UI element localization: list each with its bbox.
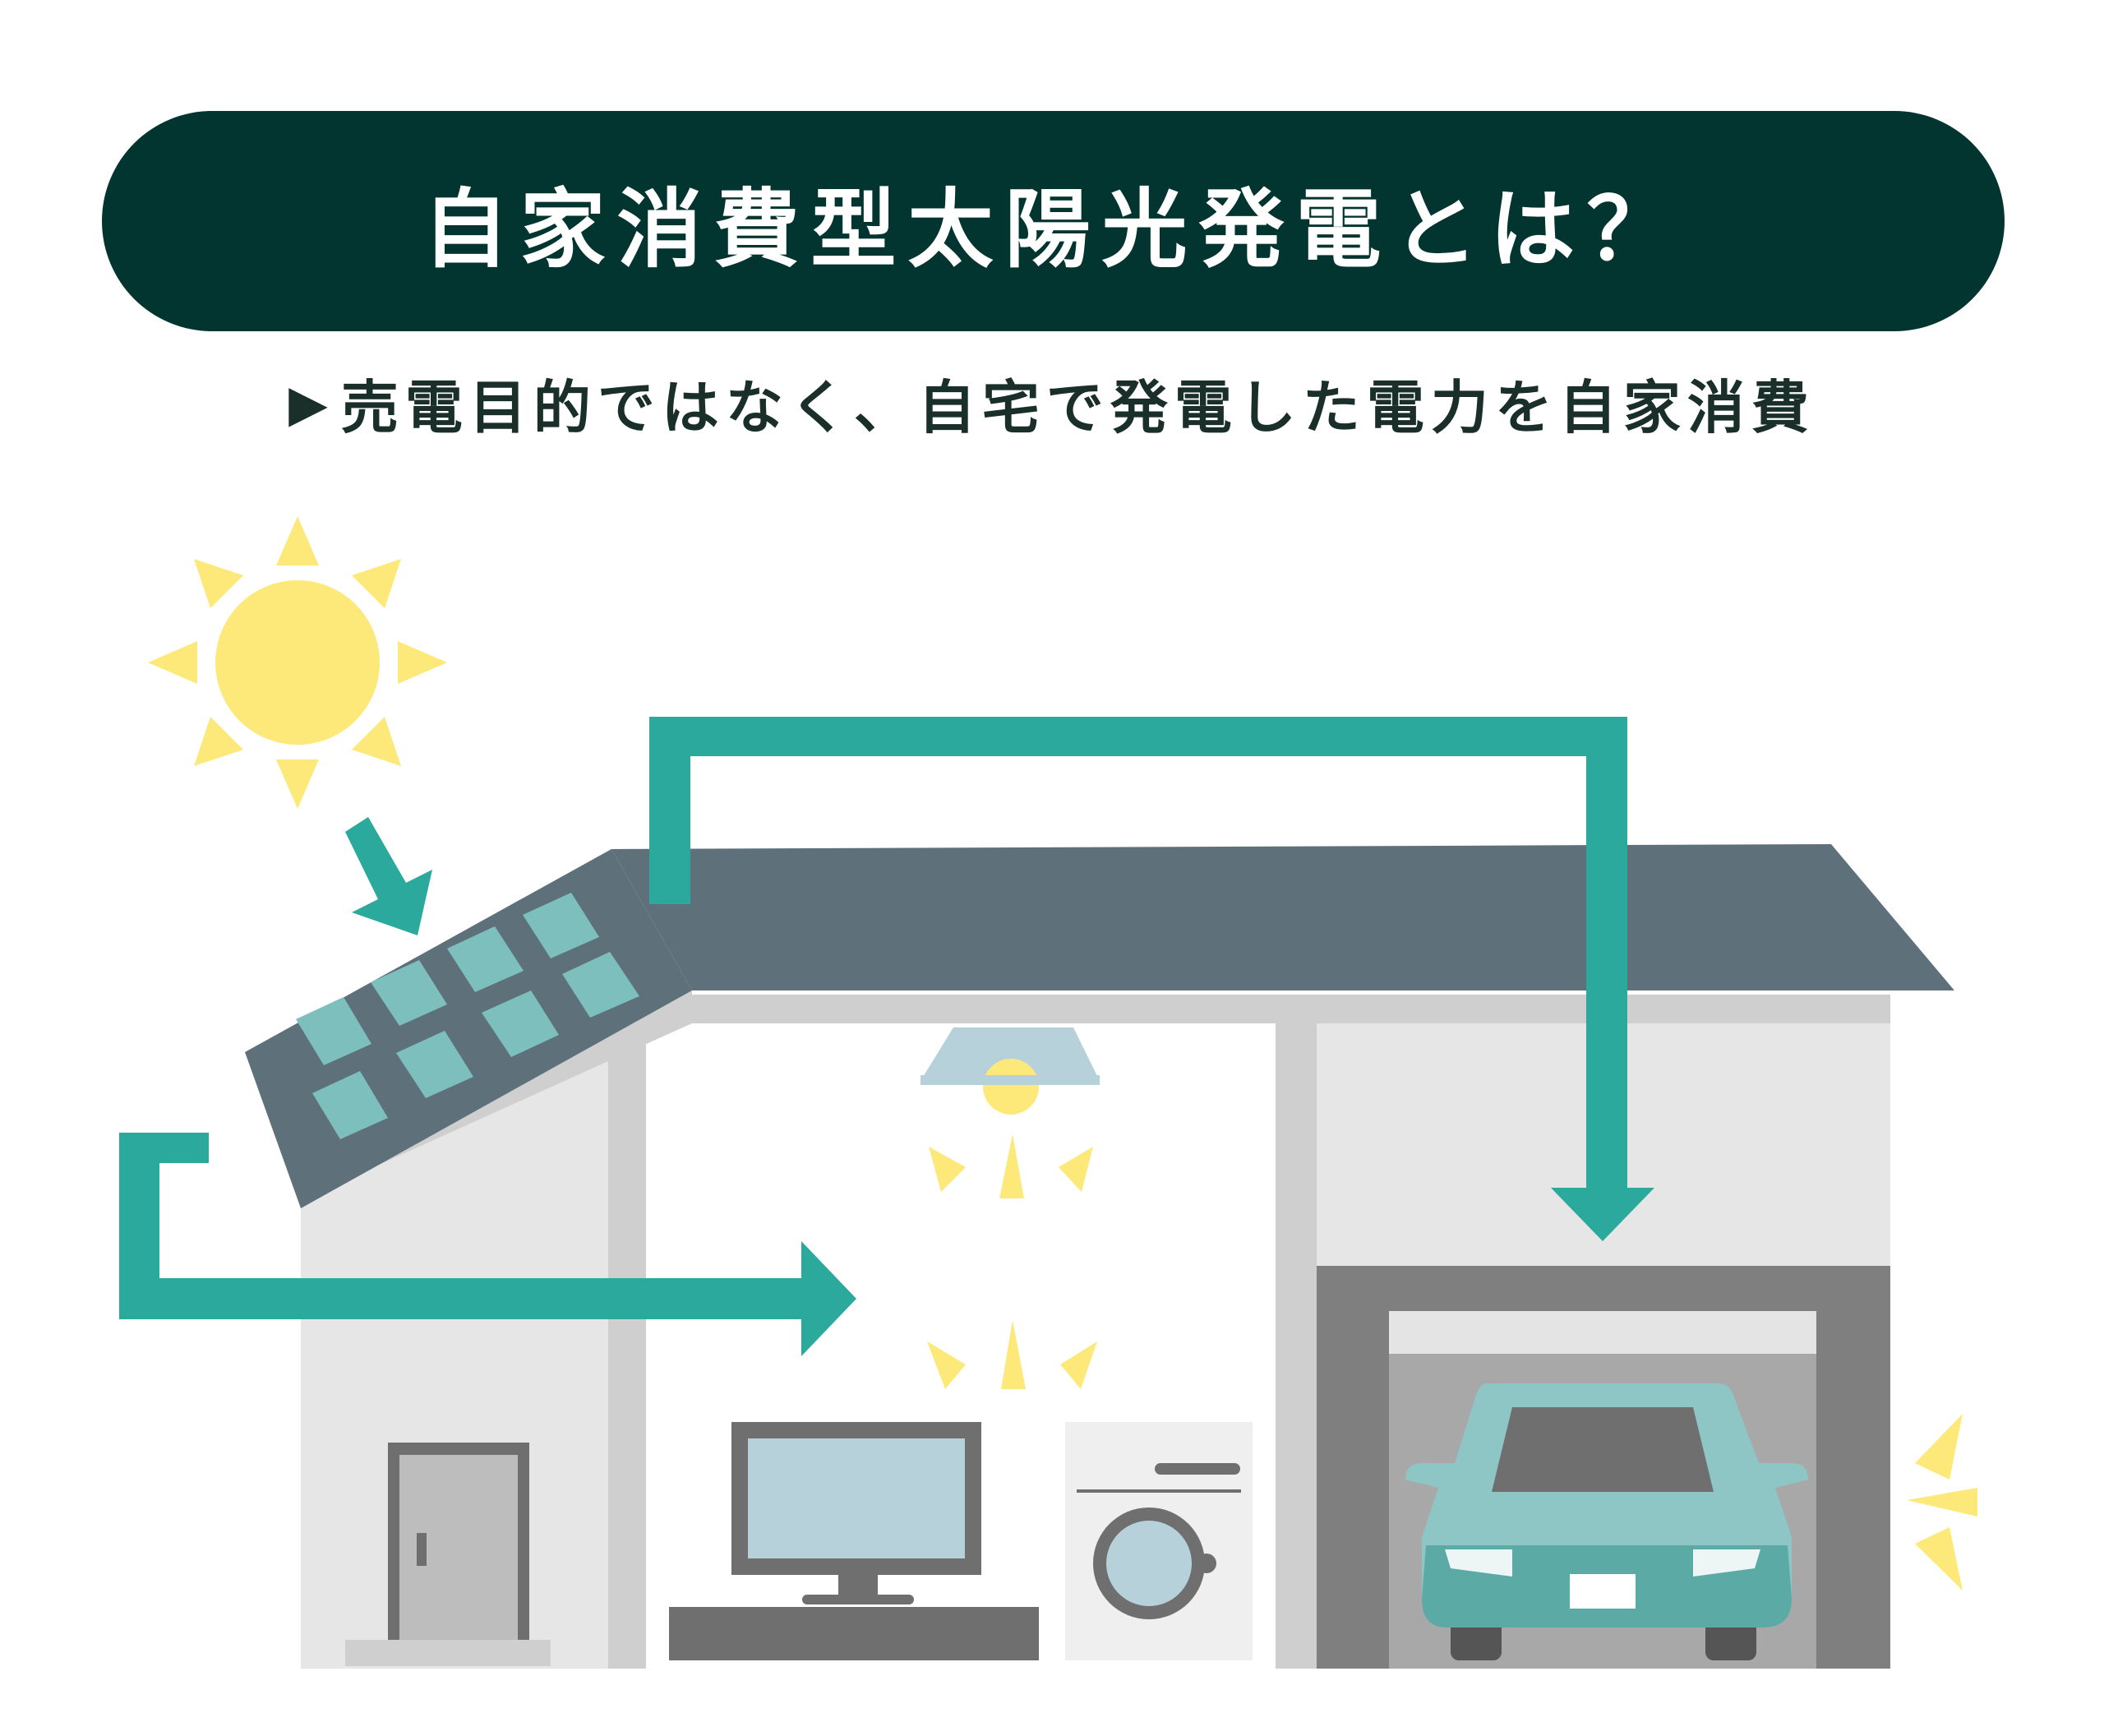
washing-machine-icon	[1065, 1422, 1253, 1660]
solar-panel-icon	[245, 849, 692, 1208]
page-title: 自家消費型太陽光発電とは？	[422, 178, 1684, 279]
title-banner: 自家消費型太陽光発電とは？	[102, 111, 2005, 331]
left-pillar	[608, 1044, 646, 1669]
tv-icon	[669, 1422, 1039, 1660]
triangle-marker-icon: ▶	[288, 372, 328, 433]
car-icon	[1405, 1383, 1808, 1660]
door-step	[345, 1640, 551, 1666]
ceiling-band	[646, 995, 1890, 1036]
sunlight-arrow-icon	[345, 817, 432, 935]
tv-stand	[669, 1607, 1039, 1660]
charge-sparkle-icon	[1907, 1414, 1977, 1591]
middle-pillar	[1276, 1023, 1317, 1669]
left-wall	[301, 1011, 646, 1669]
roof	[611, 844, 1954, 990]
garage-shutter	[1389, 1311, 1816, 1354]
door-icon	[345, 1443, 551, 1666]
subtitle: ▶ 売電目的ではなく、自宅で発電した電力を自家消費	[0, 353, 2104, 452]
flow-arrow-icon	[119, 717, 1654, 1356]
sun-icon	[148, 516, 447, 809]
light-rays-icon	[927, 1134, 1097, 1389]
subtitle-text: 売電目的ではなく、自宅で発電した電力を自家消費	[340, 373, 1816, 441]
ceiling-lamp-icon	[920, 1027, 1100, 1115]
